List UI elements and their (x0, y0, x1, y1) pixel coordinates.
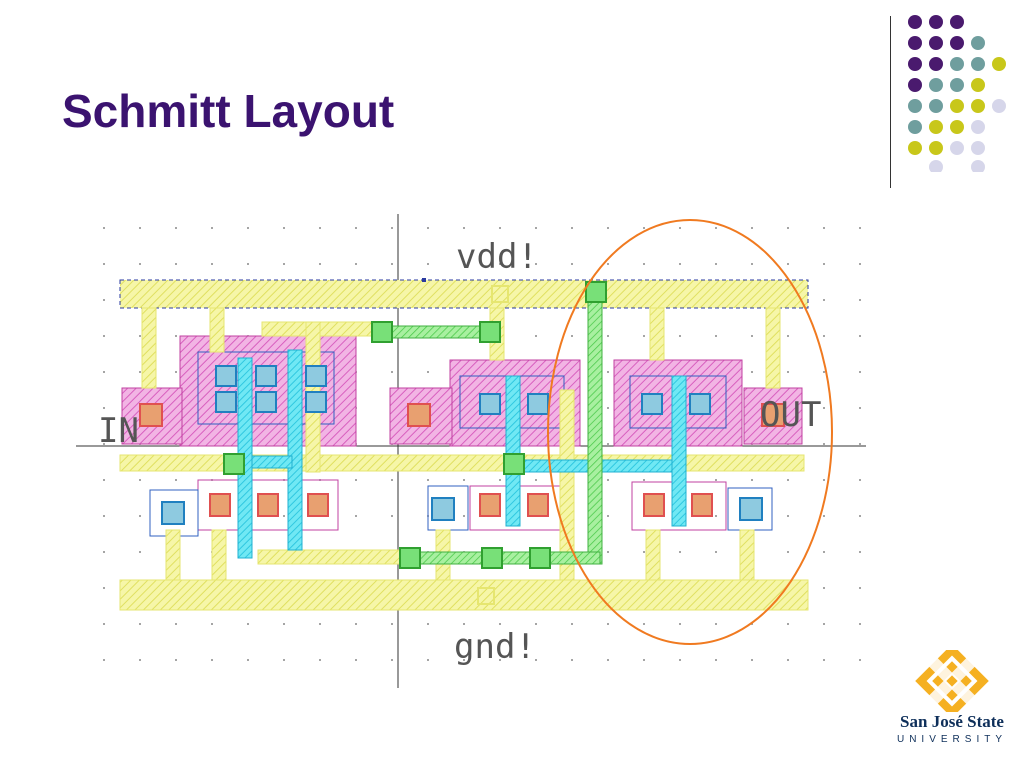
contacts (161, 365, 763, 525)
university-logo: San José State UNIVERSITY (896, 644, 1008, 750)
vdd-label: vdd! (456, 237, 538, 277)
poly-gate (141, 307, 157, 389)
gnd-rail (119, 579, 809, 611)
highlight-ellipse (547, 219, 833, 645)
gnd-label: gnd! (454, 627, 536, 667)
well-outline-1 (197, 351, 335, 425)
out-label: OUT (760, 395, 821, 435)
metal2-strip (375, 325, 497, 339)
logo-emblem-icon (915, 644, 989, 718)
header-divider (890, 16, 891, 188)
decorative-dot-grid (908, 15, 1006, 172)
poly-bar (119, 454, 805, 472)
logo-text-line1: San José State (900, 712, 1004, 731)
via-contacts (223, 281, 607, 569)
slide-title: Schmitt Layout (62, 85, 395, 137)
orange-contacts (139, 403, 785, 517)
logo-text-line2: UNIVERSITY (896, 734, 1007, 745)
schmitt-layout-diagram: vdd! gnd! IN OUT (76, 210, 866, 690)
vdd-rail (119, 279, 809, 309)
in-label: IN (98, 411, 139, 451)
